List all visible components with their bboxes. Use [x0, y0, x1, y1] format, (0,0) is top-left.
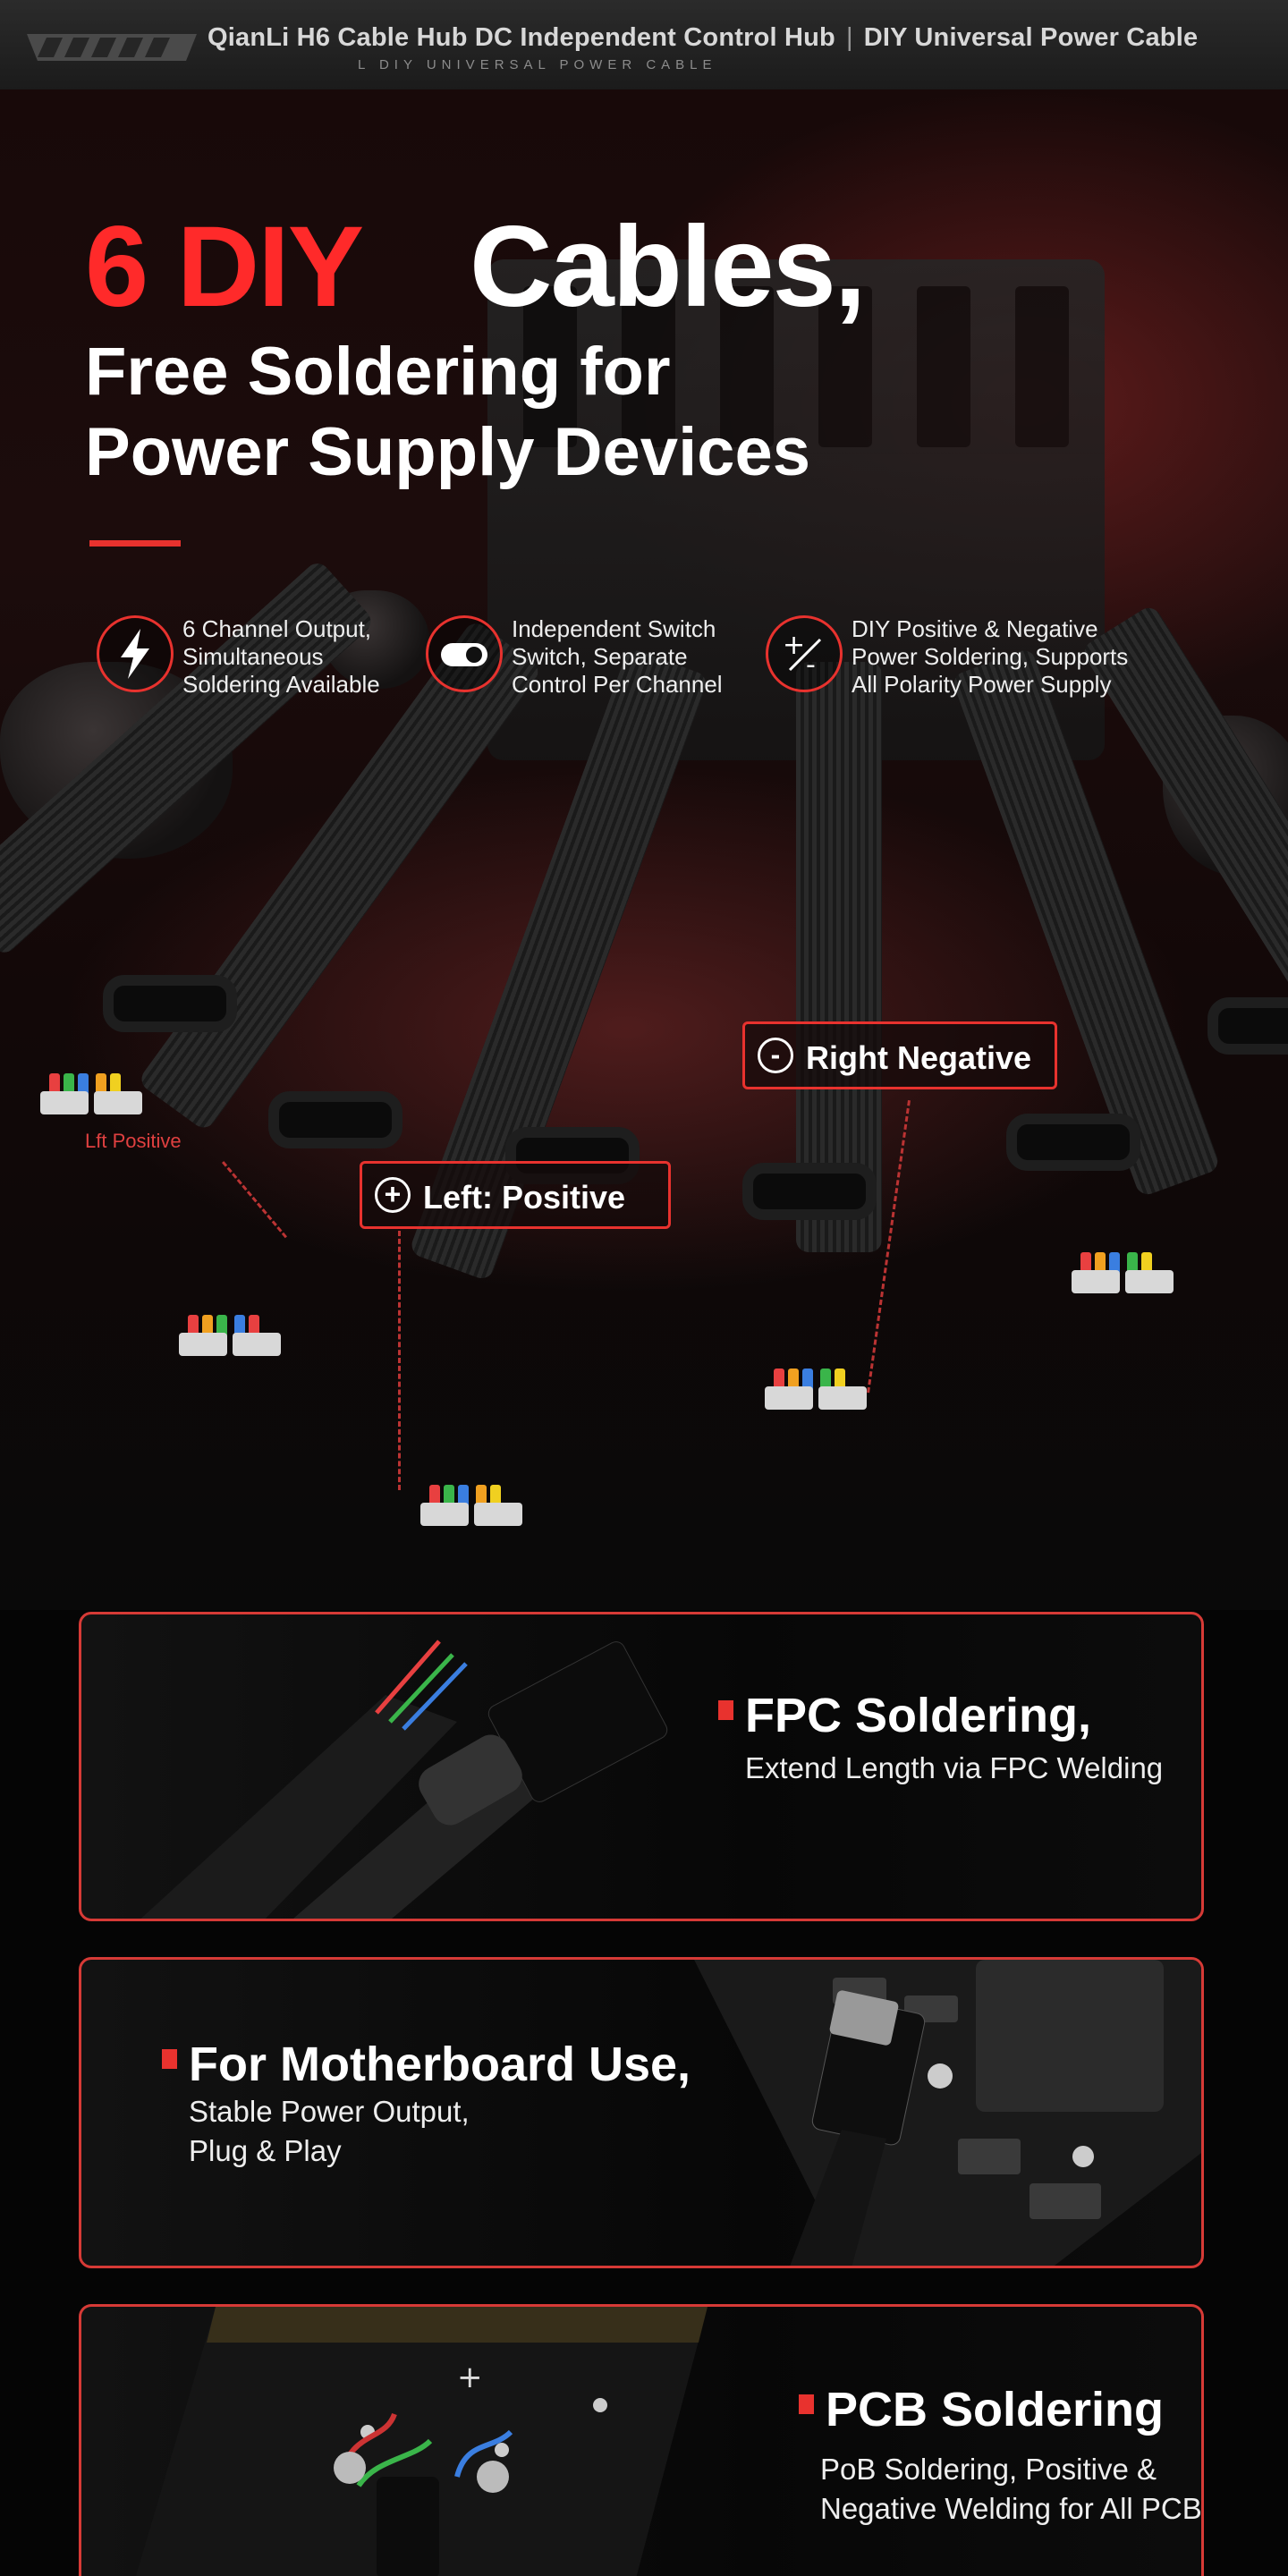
plus-circle-icon: +: [375, 1177, 411, 1213]
header-title-left: QianLi H6 Cable Hub DC Independent Contr…: [208, 23, 835, 52]
cable-clip: [1208, 997, 1288, 1055]
callout-connector-line: [398, 1231, 401, 1490]
header-bar: QianLi H6 Cable Hub DC Independent Contr…: [0, 0, 1288, 91]
svg-text:+: +: [783, 630, 805, 661]
cable-connector: [420, 1485, 528, 1526]
cable-clip: [268, 1091, 402, 1148]
small-positive-label: Lft Positive: [85, 1130, 182, 1152]
svg-text:+: +: [457, 2360, 483, 2395]
fpc-cable-image: [140, 1640, 668, 1919]
cable-clip: [1006, 1114, 1140, 1171]
callout-positive-label: Left: Positive: [423, 1179, 626, 1216]
svg-text:-: -: [806, 649, 816, 681]
accent-divider: [89, 540, 181, 547]
panel-description: Extend Length via FPC Welding: [745, 1751, 1164, 1784]
cable-connector: [40, 1073, 148, 1114]
panel-description: Stable Power Output,Plug & Play: [189, 2095, 470, 2167]
motherboard-image: [694, 1960, 1201, 2266]
headline-red: 6 DIY: [85, 203, 364, 331]
brand-logo-icon: [27, 34, 197, 61]
header-title-right: DIY Universal Power Cable: [863, 23, 1199, 52]
headline-line-3: Power Supply Devices: [85, 414, 810, 490]
callout-negative: - Right Negative: [742, 1021, 1057, 1089]
cable-clip: [103, 975, 237, 1032]
toggle-switch-icon: [426, 615, 503, 692]
cable-image: [796, 662, 882, 1252]
lightning-icon: [97, 615, 174, 692]
panel-title: FPC Soldering,: [717, 1689, 1092, 1742]
callout-negative-label: Right Negative: [806, 1039, 1032, 1076]
cable-connector: [1072, 1252, 1179, 1293]
hero-section: [0, 89, 1288, 1610]
headline-white: Cables,: [470, 203, 866, 331]
cable-connector: [179, 1315, 286, 1356]
panel-fpc-soldering: FPC Soldering, Extend Length via FPC Wel…: [79, 1612, 1204, 1921]
cable-connector: [765, 1368, 872, 1410]
cable-clip: [742, 1163, 877, 1220]
plus-minus-icon: +-: [766, 615, 843, 692]
header-subtitle: L DIY UNIVERSAL POWER CABLE: [358, 57, 717, 72]
minus-circle-icon: -: [758, 1038, 793, 1073]
pcb-image: +: [135, 2307, 708, 2576]
header-separator: |: [845, 23, 853, 52]
panel-pcb-soldering: + PCB Soldering PoB Soldering, Positive …: [79, 2304, 1204, 2576]
headline-line-2: Free Soldering for: [85, 334, 671, 410]
callout-positive: + Left: Positive: [360, 1161, 671, 1229]
panel-description: PoB Soldering, Positive &Negative Weldin…: [820, 2453, 1204, 2525]
panel-title: PCB Soldering: [798, 2383, 1165, 2436]
panel-motherboard: For Motherboard Use, Stable Power Output…: [79, 1957, 1204, 2268]
header-title: QianLi H6 Cable Hub DC Independent Contr…: [208, 23, 1198, 53]
panel-title: For Motherboard Use,: [161, 2038, 691, 2091]
